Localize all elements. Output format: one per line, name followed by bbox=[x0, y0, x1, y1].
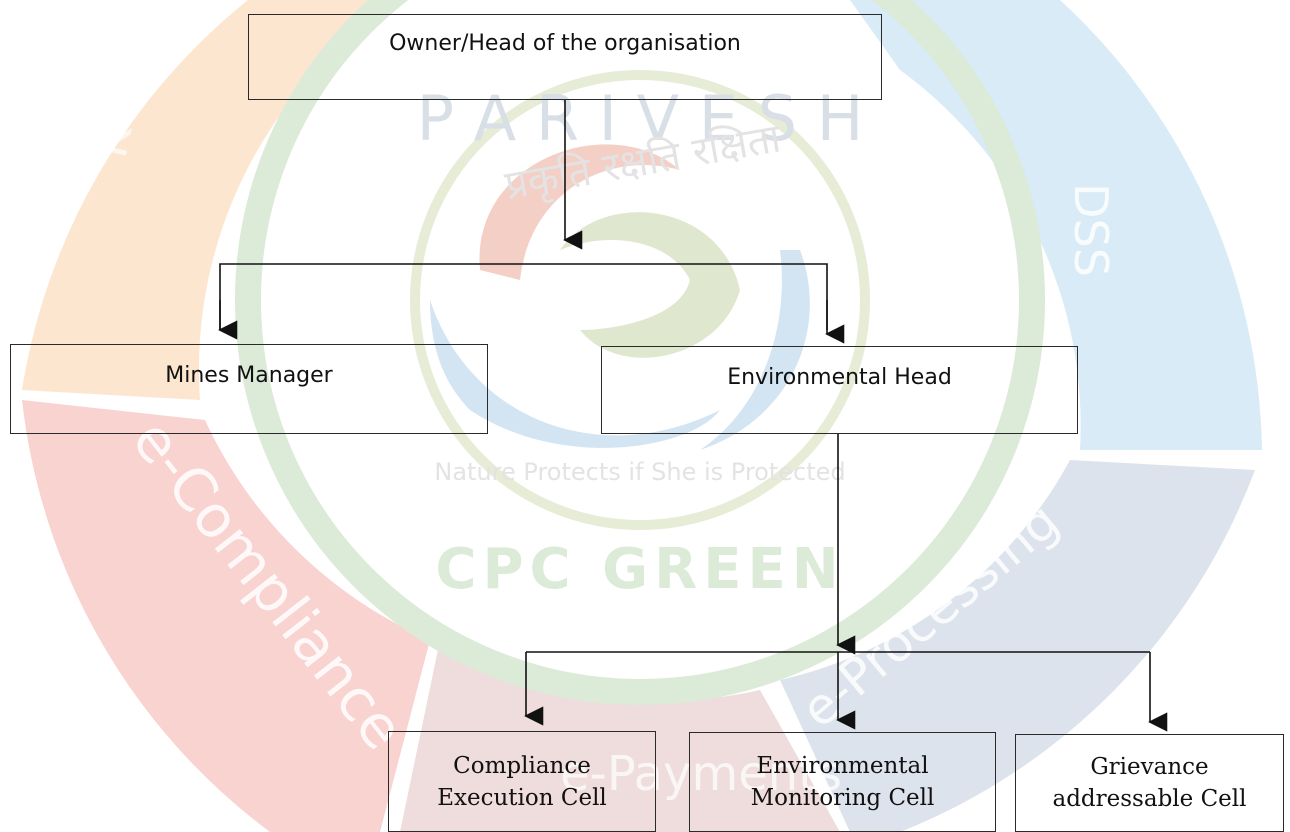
owner-label: Owner/Head of the organisation bbox=[389, 31, 741, 56]
compliance-cell-line-1: Compliance bbox=[453, 752, 591, 779]
seal-leaf-red bbox=[479, 144, 680, 280]
watermark-seal-motto: Nature Protects if She is Protected bbox=[434, 458, 845, 486]
watermark-segment-e-payments bbox=[400, 640, 840, 832]
monitoring-cell-line-2: Monitoring Cell bbox=[750, 785, 935, 811]
watermark-seal-title: P A R I V E S H bbox=[417, 82, 864, 155]
watermark-seal-bottom: CPC GREEN bbox=[435, 537, 844, 602]
environmental-head-box: Environmental Head bbox=[601, 346, 1078, 434]
compliance-cell-line-2: Execution Cell bbox=[437, 784, 607, 811]
environmental-head-label: Environmental Head bbox=[727, 365, 952, 390]
grievance-cell-line-1: Grievance bbox=[1090, 754, 1209, 780]
watermark-segment-e-processing bbox=[780, 460, 1255, 832]
grievance-cell-line-2: addressable Cell bbox=[1052, 786, 1247, 812]
seal-wave-blue bbox=[430, 300, 720, 448]
compliance-execution-cell-box: Compliance Execution Cell bbox=[388, 731, 656, 832]
owner-box: Owner/Head of the organisation bbox=[248, 14, 882, 100]
watermark-segment-dss bbox=[850, 0, 1262, 450]
watermark-label-e-payments: e-Payments bbox=[560, 746, 842, 802]
mines-manager-box: Mines Manager bbox=[10, 344, 488, 434]
grievance-addressable-cell-box: Grievance addressable Cell bbox=[1015, 734, 1284, 832]
environmental-monitoring-cell-box: Environmental Monitoring Cell bbox=[689, 732, 996, 832]
monitoring-cell-line-1: Environmental bbox=[756, 753, 929, 779]
watermark-segment-kya bbox=[22, 0, 400, 400]
watermark-label-dss: DSS bbox=[1064, 183, 1118, 277]
seal-leaf-green bbox=[560, 212, 740, 358]
mines-manager-label: Mines Manager bbox=[165, 363, 333, 388]
watermark-segment-e-compliance bbox=[22, 400, 430, 832]
